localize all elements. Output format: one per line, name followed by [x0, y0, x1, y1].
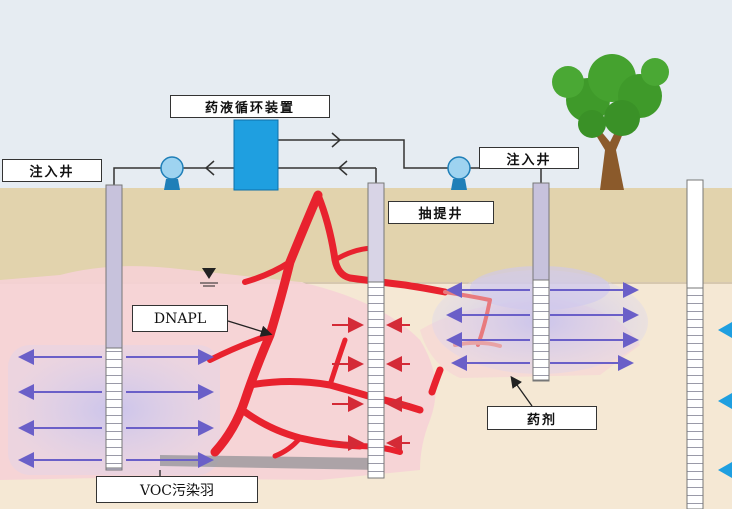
dnapl-label: DNAPL [132, 305, 228, 332]
extraction-well-label: 抽提井 [388, 201, 494, 224]
extraction-well [367, 182, 385, 479]
reagent-leader-line [510, 375, 533, 407]
dnapl-leader-line [227, 320, 273, 337]
flow-arrows-left [18, 349, 214, 468]
flow-arrows-right [446, 282, 639, 371]
pump-icon [160, 156, 184, 190]
water-table-marker-icon [200, 268, 218, 287]
injection-well-right [532, 182, 550, 382]
voc-plume-label: VOC污染羽 [96, 476, 258, 503]
injection-well-left-label: 注入井 [2, 159, 102, 182]
injection-well-left [105, 184, 123, 471]
pipe-flow-arrows [204, 132, 348, 176]
pump-icon [447, 156, 471, 190]
groundwater-flow-arrows [718, 322, 732, 478]
residual-layer [160, 455, 380, 470]
tree-icon [552, 54, 669, 190]
extraction-arrows [332, 317, 410, 451]
injection-well-right-label: 注入井 [479, 147, 579, 169]
circulation-device-label: 药液循环装置 [170, 95, 330, 118]
circulation-device [233, 119, 279, 191]
reagent-label: 药剂 [487, 406, 597, 430]
monitoring-well [686, 179, 704, 509]
